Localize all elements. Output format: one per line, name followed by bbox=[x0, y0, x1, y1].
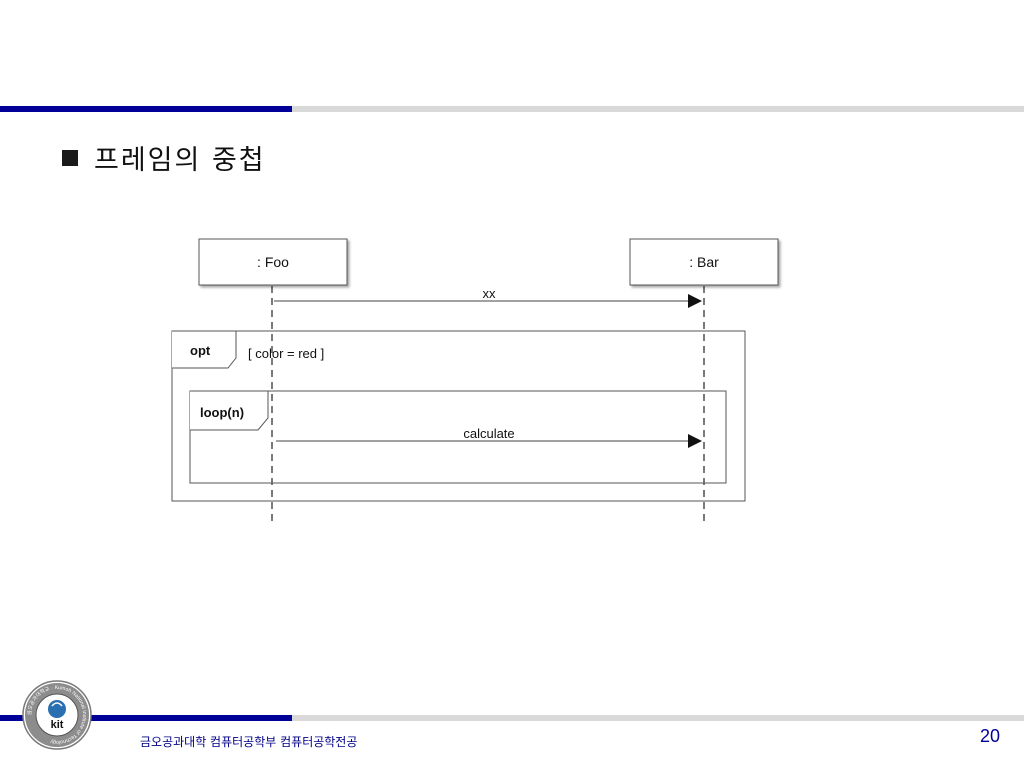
message-xx-label: xx bbox=[483, 286, 497, 301]
lifeline-head-foo: : Foo bbox=[198, 238, 348, 286]
message-calculate: calculate bbox=[276, 426, 702, 448]
message-calculate-arrowhead-icon bbox=[688, 434, 702, 448]
message-calculate-label: calculate bbox=[463, 426, 514, 441]
frame-loop-operator: loop(n) bbox=[200, 405, 244, 420]
slide-title: 프레임의 중첩 bbox=[62, 138, 266, 177]
footer-department: 금오공과대학 컴퓨터공학부 컴퓨터공학전공 bbox=[140, 735, 358, 749]
page-number: 20 bbox=[979, 726, 1000, 746]
lifeline-foo-label: : Foo bbox=[257, 254, 289, 270]
frame-opt-tab bbox=[172, 330, 237, 369]
slide-title-text: 프레임의 중첩 bbox=[94, 145, 266, 176]
frame-opt: opt [ color = red ] bbox=[171, 330, 746, 502]
footer-rule-gray bbox=[292, 715, 1024, 721]
frame-loop-tab bbox=[190, 390, 269, 431]
header-rule-gray bbox=[292, 106, 1024, 112]
frame-loop: loop(n) bbox=[189, 390, 727, 484]
message-xx: xx bbox=[274, 286, 702, 308]
footer-rule-blue bbox=[0, 715, 292, 721]
university-logo-icon: 금오공과대학교 · Kumoh National Institute of Te… bbox=[22, 680, 92, 750]
frame-opt-guard: [ color = red ] bbox=[248, 346, 324, 361]
logo-kit-text: kit bbox=[51, 719, 64, 731]
lifeline-head-bar: : Bar bbox=[629, 238, 779, 286]
square-bullet-icon bbox=[62, 149, 78, 166]
frame-opt-operator: opt bbox=[190, 343, 211, 358]
header-rule-blue bbox=[0, 106, 292, 112]
lifeline-bar-label: : Bar bbox=[689, 254, 719, 270]
message-xx-arrowhead-icon bbox=[688, 294, 702, 308]
